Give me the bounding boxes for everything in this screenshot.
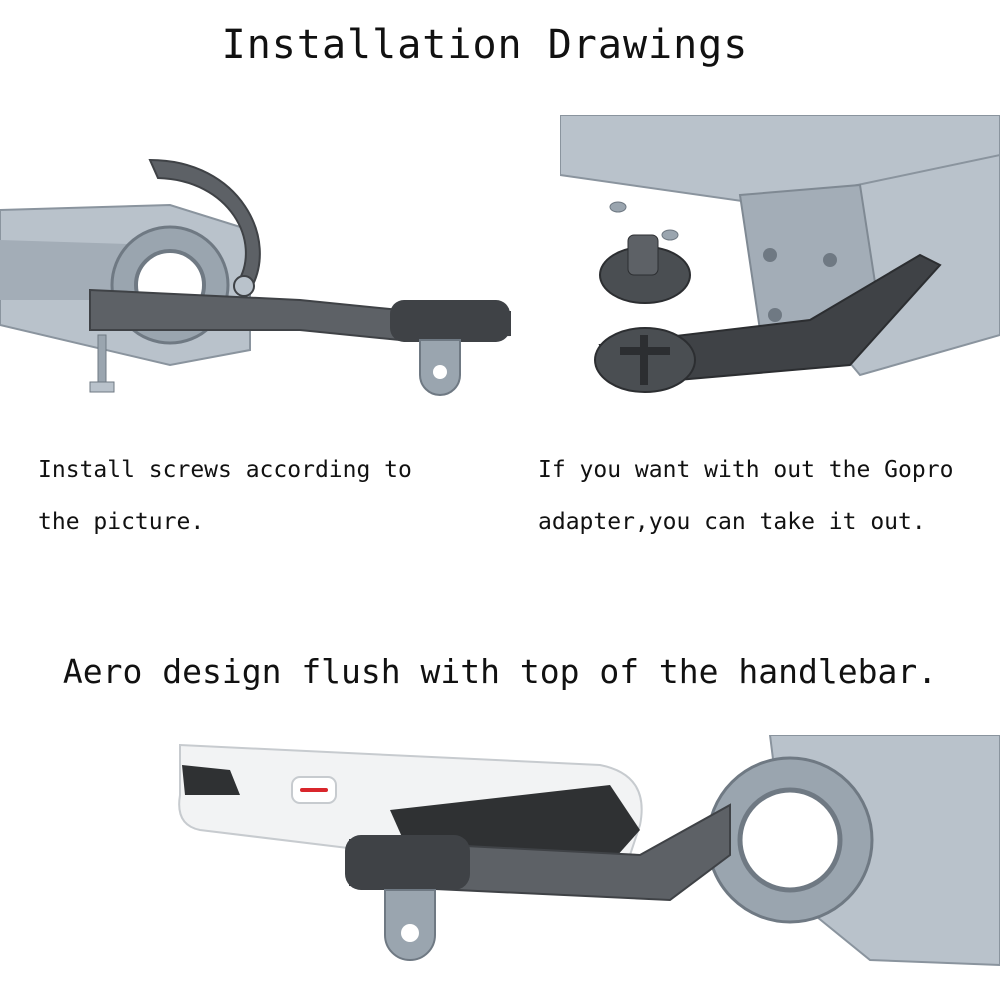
caption-install-screws: Install screws according to the picture. (38, 444, 412, 548)
caption-left-line-2: the picture. (38, 509, 205, 535)
mount-arm-top (594, 253, 942, 393)
caption-right-line-1: If you want with out the Gopro (538, 457, 954, 483)
caption-right-line-2: adapter,you can take it out. (538, 509, 926, 535)
aero-design-headline: Aero design flush with top of the handle… (62, 652, 938, 691)
illustration-top-view (560, 115, 1000, 393)
handlebar-top (560, 115, 1000, 377)
mount-arm-side (89, 288, 511, 396)
screw-side (89, 334, 115, 393)
small-screws-top (609, 201, 679, 241)
caption-gopro-removal: If you want with out the Gopro adapter,y… (538, 444, 953, 548)
illustration-side-view (0, 158, 511, 396)
mount-arm-bottom (345, 803, 731, 961)
illustration-computer-mounted (178, 735, 1000, 967)
caption-left-line-1: Install screws according to (38, 457, 412, 483)
open-clamp-arm (148, 158, 261, 297)
gopro-adapter-top (599, 234, 691, 304)
clamp-ring-bottom (706, 756, 874, 924)
page-title: Installation Drawings (221, 22, 749, 68)
